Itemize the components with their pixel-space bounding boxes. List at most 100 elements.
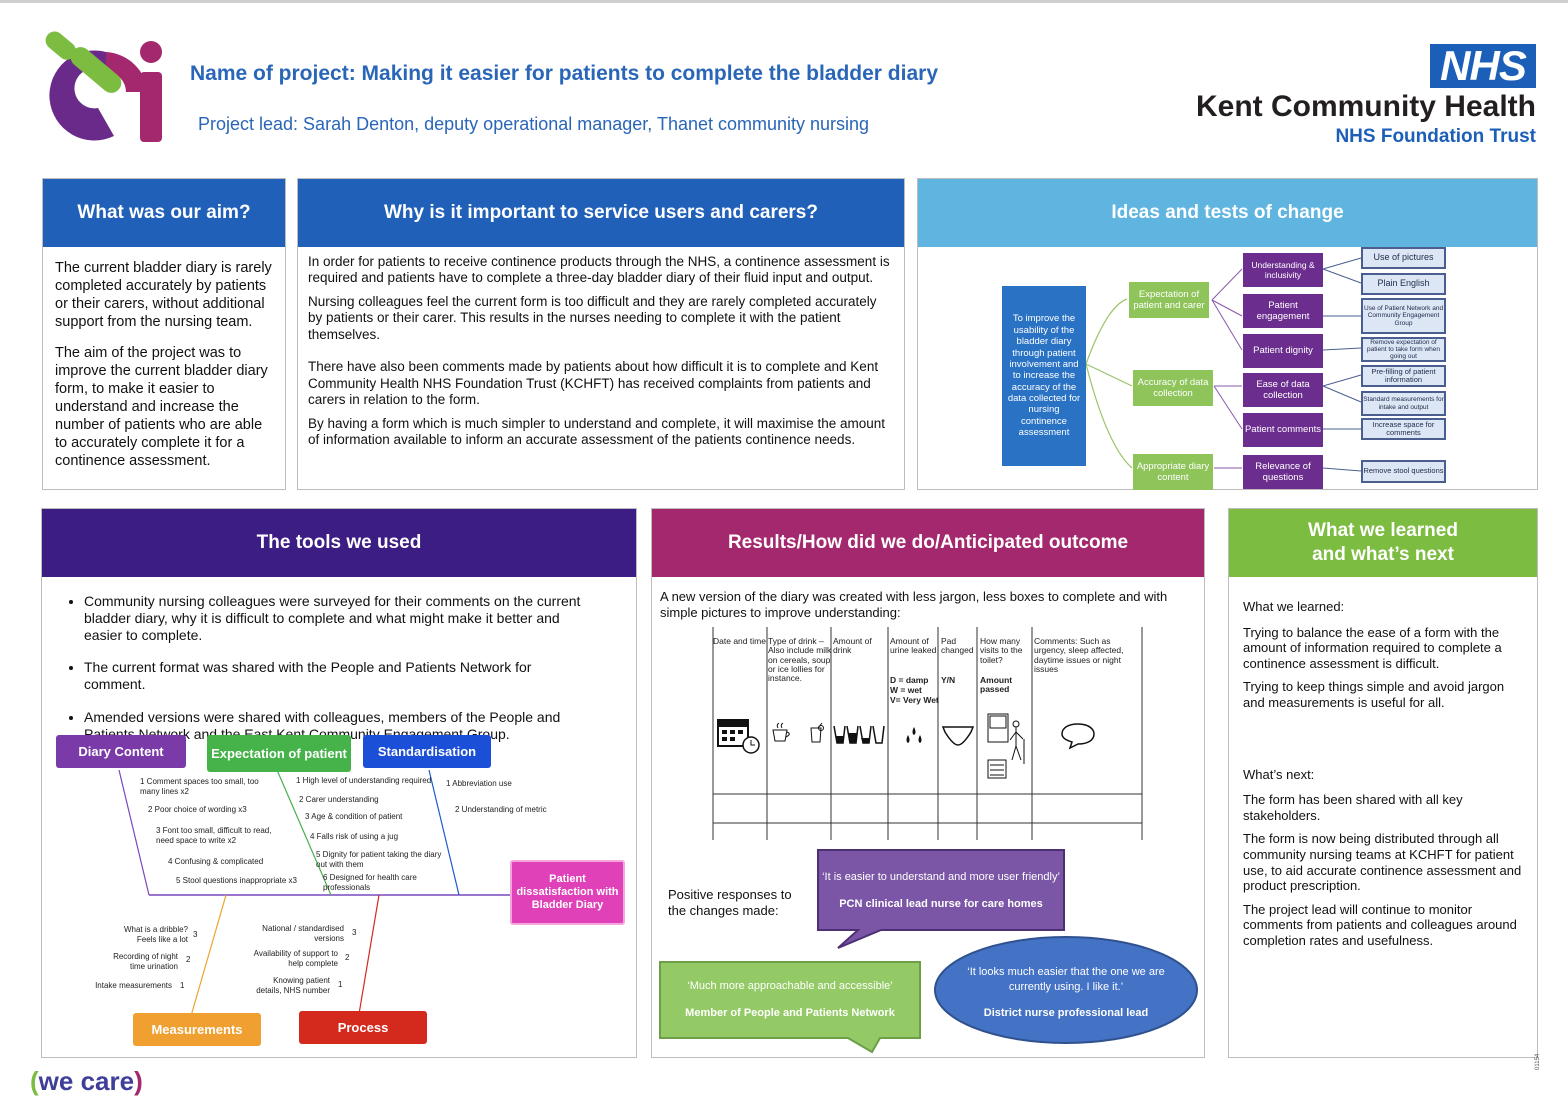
org-subtitle: NHS Foundation Trust — [1335, 126, 1536, 147]
aim-paragraph-1: The current bladder diary is rarely comp… — [55, 260, 272, 331]
fishbone-expectation-item: 3 Age & condition of patient — [305, 812, 403, 821]
fishbone-effect: Patient dissatisfaction with Bladder Dia… — [510, 860, 625, 925]
fishbone-diary-item: 1 Comment spaces too small, too many lin… — [140, 777, 259, 796]
fishbone-standard-item: 1 Abbreviation use — [446, 779, 512, 788]
fishbone-expectation-item: 6 Designed for health care professionals — [323, 873, 417, 892]
change-idea-pictures: Use of pictures — [1361, 247, 1446, 269]
fishbone-diary-item: 3 Font too small, difficult to read, nee… — [156, 826, 272, 845]
fishbone-standard-item: 2 Understanding of metric — [455, 805, 547, 814]
cup-icon — [772, 722, 790, 742]
diary-col-visits: How many visits to the toilet? — [980, 636, 1023, 665]
quote-3-author: District nurse professional lead — [983, 1007, 1149, 1020]
why-paragraph-3: There have also been comments made by pa… — [308, 359, 879, 408]
fishbone-lines — [118, 769, 511, 1017]
change-idea-plain-english: Plain English — [1361, 273, 1446, 295]
secondary-driver-engagement: Patient engagement — [1243, 294, 1323, 328]
fishbone-expectation-item: 5 Dignity for patient taking the diary o… — [316, 850, 442, 869]
fishbone-process-item: Availability of support to help complete — [253, 949, 338, 968]
learned-panel: What we learned and what’s next What we … — [1228, 508, 1538, 1058]
fishbone-expectation-item: 2 Carer understanding — [299, 795, 379, 804]
aim-panel: What was our aim? The current bladder di… — [42, 178, 286, 490]
diary-col-leaked: Amount of urine leaked — [890, 636, 937, 656]
nhs-logo: NHS — [1430, 44, 1536, 88]
quote-3-text: ‘It looks much easier that the one we ar… — [967, 965, 1165, 993]
tools-bullet-2: The current format was shared with the P… — [84, 659, 596, 693]
fishbone-diary-item: 5 Stool questions inappropriate x3 — [176, 876, 297, 885]
diary-col-comments: Comments: Such as urgency, sleep affecte… — [1034, 636, 1124, 675]
quote-2-author: Member of People and Patients Network — [685, 1006, 895, 1019]
toilet-visit-icon — [987, 713, 1025, 779]
diary-col-date: Date and time — [713, 636, 766, 646]
fishbone-process-rank: 2 — [345, 953, 350, 962]
fishbone-process-rank: 3 — [352, 928, 357, 937]
learned-point-2: Trying to keep things simple and avoid j… — [1243, 679, 1505, 710]
quote-bubble-2: ‘Much more approachable and accessible’ … — [660, 962, 920, 1036]
quote-bubble-tail-3 — [934, 936, 1198, 1044]
org-name: Kent Community Health — [1195, 90, 1536, 123]
calendar-clock-icon — [717, 719, 760, 754]
glass-icon — [810, 722, 824, 743]
learned-label: What we learned: — [1243, 599, 1345, 614]
diary-col-drink-amount: Amount of drink — [833, 636, 872, 656]
positive-responses-label: Positive responses to the changes made: — [668, 887, 792, 918]
why-paragraph-2: Nursing colleagues feel the current form… — [308, 293, 877, 342]
diary-col-pad: Pad changed — [941, 636, 974, 656]
leak-key-damp: D = damp — [890, 675, 929, 685]
diary-col-drink-type: Type of drink – Also include milk on cer… — [768, 636, 832, 684]
tools-bullet-3: Amended versions were shared with collea… — [84, 709, 596, 743]
quote-bubble-tail-1 — [817, 849, 1065, 949]
secondary-driver-understanding: Understanding & inclusivity — [1243, 253, 1323, 287]
learned-point-1: Trying to balance the ease of a form wit… — [1243, 624, 1502, 671]
next-point-2: The form is now being distributed throug… — [1243, 831, 1522, 894]
ideas-heading: Ideas and tests of change — [918, 179, 1537, 247]
change-idea-prefill: Pre-filling of patient information — [1361, 365, 1446, 387]
next-point-1: The form has been shared with all key st… — [1243, 792, 1463, 823]
project-title: Name of project: Making it easier for pa… — [190, 62, 938, 85]
quote-bubble-3: ‘It looks much easier that the one we ar… — [960, 950, 1172, 1034]
leak-key-wet: W = wet — [890, 685, 922, 695]
secondary-driver-ease: Ease of data collection — [1243, 373, 1323, 407]
fishbone-measure-rank: 1 — [180, 981, 185, 990]
we-care-text: we care — [38, 1066, 135, 1096]
why-paragraph-1: In order for patients to receive contine… — [308, 254, 890, 286]
pad-icon — [941, 726, 975, 746]
change-idea-remove-stool: Remove stool questions — [1361, 460, 1446, 483]
quote-1-author: PCN clinical lead nurse for care homes — [839, 897, 1043, 910]
secondary-driver-comments: Patient comments — [1243, 413, 1323, 447]
results-heading: Results/How did we do/Anticipated outcom… — [652, 509, 1204, 577]
fishbone-diary-item: 2 Poor choice of wording x3 — [148, 805, 247, 814]
we-care-logo: (we care) — [30, 1066, 143, 1096]
quote-2-text: ‘Much more approachable and accessible’ — [687, 980, 893, 993]
aim-heading: What was our aim? — [43, 179, 285, 247]
fishbone-measure-item: Recording of night time urination — [113, 952, 178, 971]
fishbone-category-process: Process — [299, 1011, 427, 1044]
driver-aim: To improve the usability of the bladder … — [1002, 286, 1086, 466]
results-intro: A new version of the diary was created w… — [660, 589, 1168, 620]
learned-heading-line-2: and what’s next — [1312, 544, 1454, 565]
speech-bubble-icon — [1061, 723, 1095, 750]
primary-driver-content: Appropriate diary content — [1133, 454, 1213, 490]
fishbone-measure-item: Intake measurements — [95, 981, 172, 990]
quote-bubble-1: ‘It is easier to understand and more use… — [818, 850, 1064, 930]
project-lead: Project lead: Sarah Denton, deputy opera… — [198, 114, 870, 134]
change-idea-standard-measurements: Standard measurements for intake and out… — [1361, 391, 1446, 416]
tools-panel: The tools we used Community nursing coll… — [41, 508, 637, 1058]
why-heading: Why is it important to service users and… — [298, 179, 904, 247]
secondary-driver-relevance: Relevance of questions — [1243, 455, 1323, 489]
tools-list: Community nursing colleagues were survey… — [42, 593, 636, 743]
fishbone-measure-rank: 3 — [193, 930, 198, 939]
learned-heading: What we learned and what’s next — [1229, 509, 1537, 577]
top-rule — [0, 0, 1568, 3]
fishbone-expectation-item: 1 High level of understanding required — [296, 776, 432, 785]
fishbone-category-expectation: Expectation of patient — [207, 735, 351, 772]
fishbone-process-item: National / standardised versions — [262, 924, 344, 943]
aim-paragraph-2: The aim of the project was to improve th… — [55, 344, 268, 470]
fishbone-measure-item: What is a dribble? Feels like a lot — [123, 925, 188, 944]
fishbone-diary-item: 4 Confusing & complicated — [168, 857, 264, 866]
next-point-3: The project lead will continue to monito… — [1243, 901, 1517, 948]
pad-key: Y/N — [941, 675, 956, 685]
why-paragraph-4: By having a form which is much simpler t… — [308, 415, 885, 448]
change-idea-network: Use of Patient Network and Community Eng… — [1361, 298, 1446, 334]
diary-table-grid — [712, 627, 1143, 840]
secondary-driver-dignity: Patient dignity — [1243, 334, 1323, 368]
